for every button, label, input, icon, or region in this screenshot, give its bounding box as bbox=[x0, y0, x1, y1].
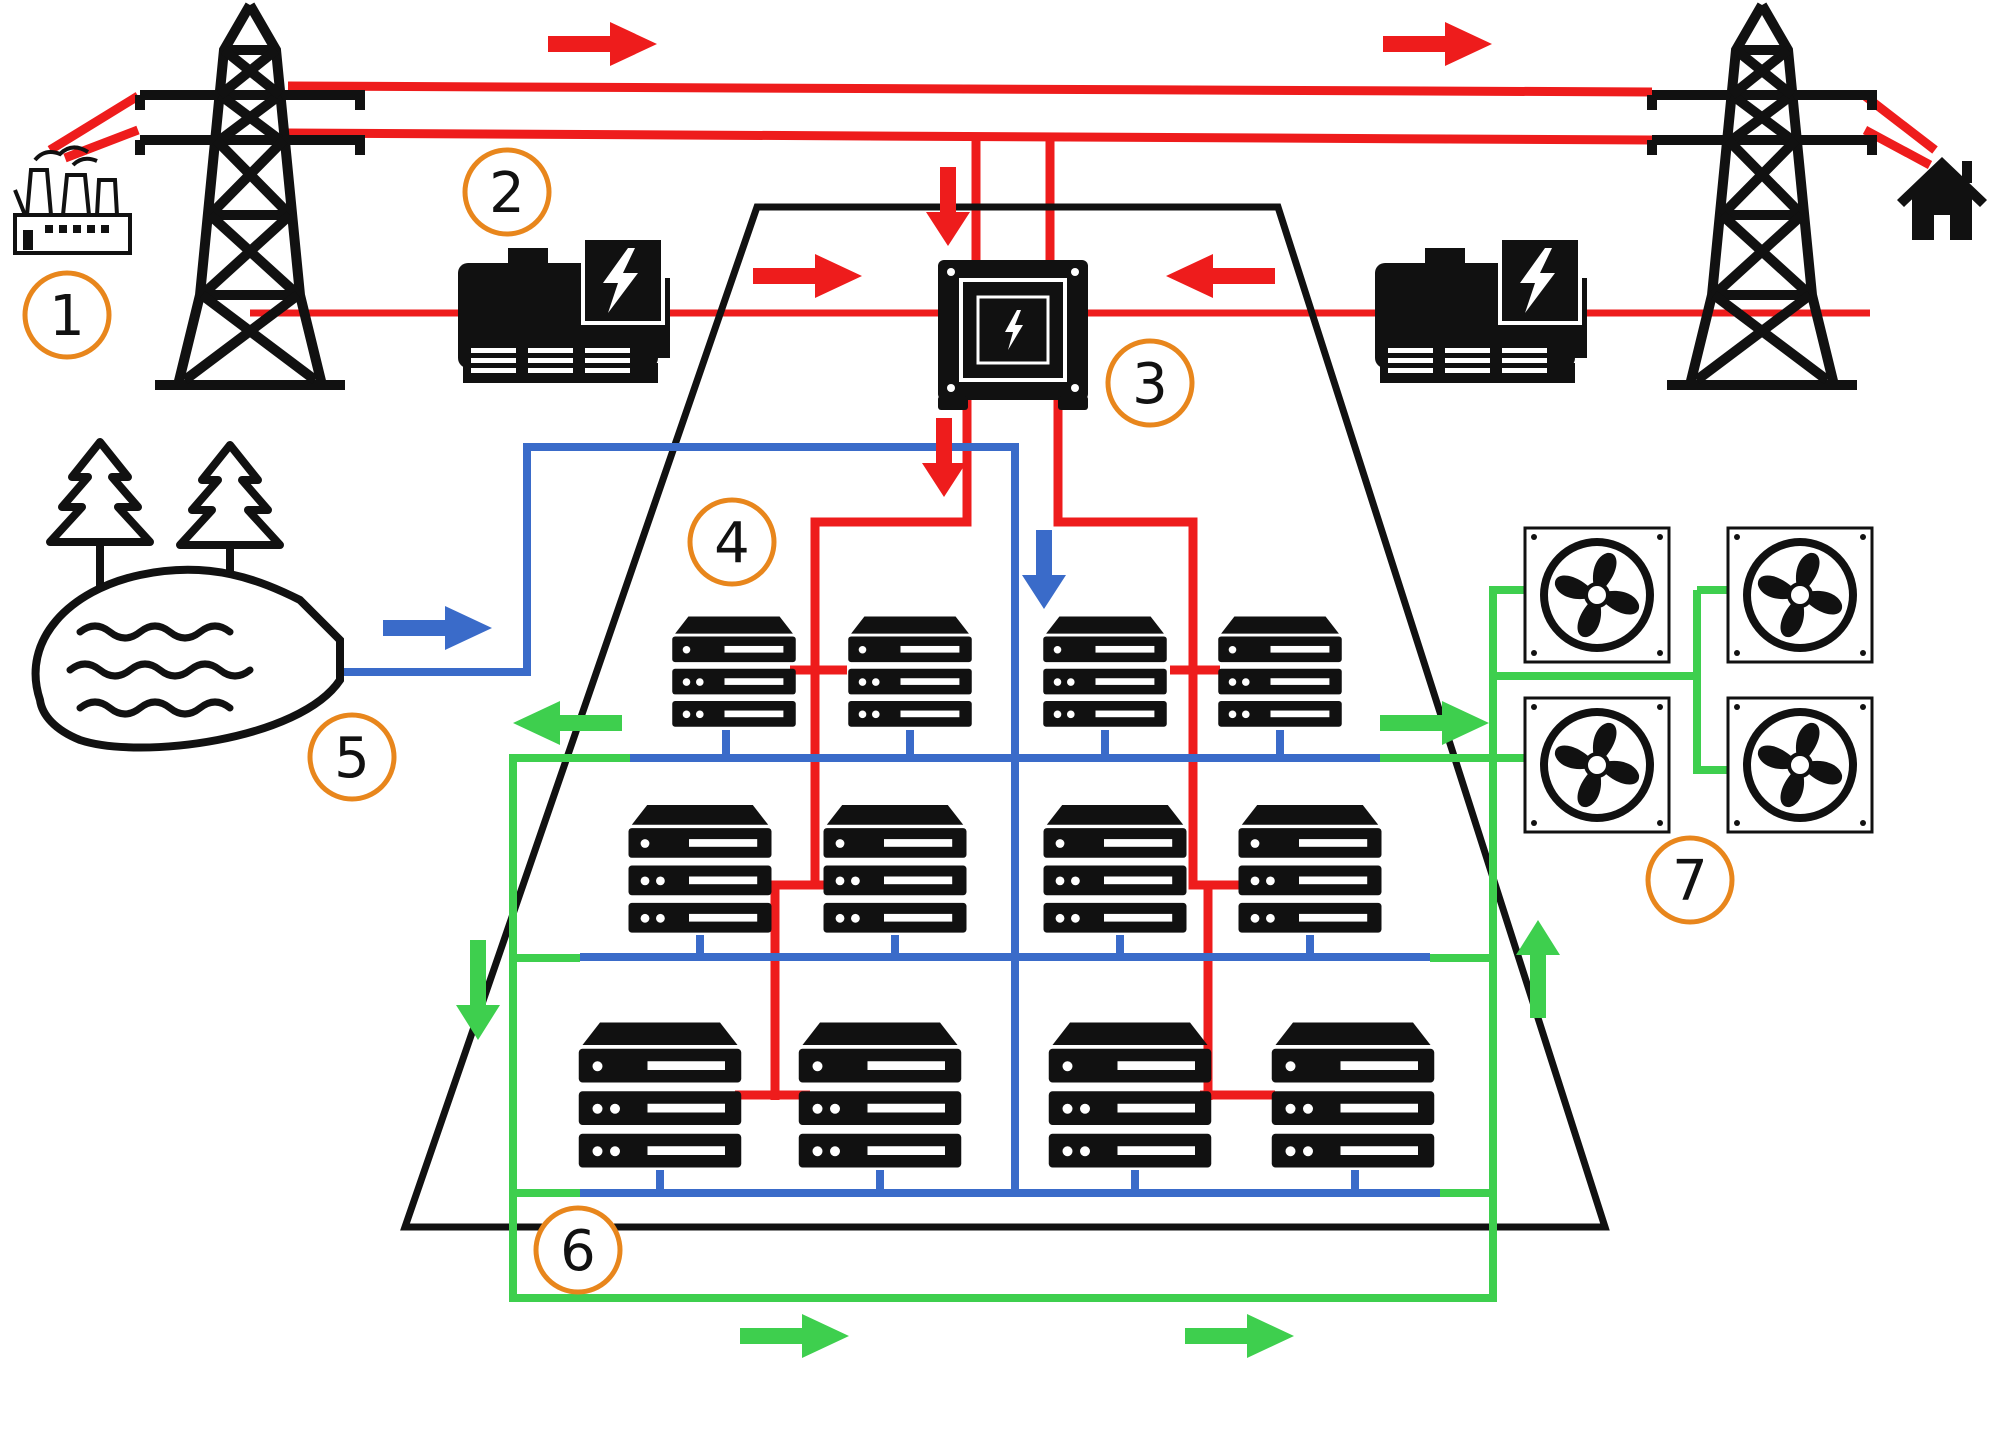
data-center-building bbox=[400, 203, 1610, 1231]
transmission-tower-icon-left bbox=[140, 5, 360, 385]
flow-arrows bbox=[383, 22, 1560, 1358]
label-3: 3 bbox=[1105, 338, 1195, 428]
label-4: 4 bbox=[687, 497, 777, 587]
cooling-flow-arrow bbox=[456, 940, 500, 1040]
cooling-flow-arrow bbox=[1516, 920, 1560, 1018]
cooling-lines bbox=[509, 586, 1735, 1302]
svg-text:4: 4 bbox=[714, 511, 750, 576]
water-flow-arrow bbox=[1022, 530, 1066, 609]
power-flow-arrow bbox=[753, 254, 862, 298]
server-rack-icons bbox=[578, 616, 1435, 1168]
cooling-flow-arrow bbox=[513, 701, 622, 745]
label-5: 5 bbox=[307, 712, 397, 802]
power-flow-arrow bbox=[922, 418, 966, 497]
power-flow-arrow bbox=[1166, 254, 1275, 298]
label-6: 6 bbox=[533, 1205, 623, 1295]
generator-icon-left bbox=[456, 236, 672, 385]
transformer-icon bbox=[938, 260, 1088, 410]
svg-text:2: 2 bbox=[489, 161, 525, 226]
svg-text:5: 5 bbox=[334, 726, 370, 791]
power-flow-arrow bbox=[926, 167, 970, 246]
svg-text:1: 1 bbox=[49, 284, 85, 349]
transmission-tower-icon-right bbox=[1652, 5, 1872, 385]
label-7: 7 bbox=[1645, 835, 1735, 925]
water-lines bbox=[312, 443, 1440, 1197]
water-flow-arrow bbox=[383, 606, 492, 650]
cooling-flow-arrow bbox=[740, 1314, 849, 1358]
power-flow-arrow bbox=[548, 22, 657, 66]
svg-text:3: 3 bbox=[1132, 352, 1168, 417]
generator-icon-right bbox=[1373, 236, 1589, 385]
label-2: 2 bbox=[462, 147, 552, 237]
lake-icon bbox=[31, 565, 344, 752]
label-1: 1 bbox=[22, 270, 112, 360]
cooling-flow-arrow bbox=[1185, 1314, 1294, 1358]
svg-text:6: 6 bbox=[560, 1219, 596, 1284]
factory-icon bbox=[13, 145, 132, 255]
power-flow-arrow bbox=[1383, 22, 1492, 66]
house-icon bbox=[1897, 157, 1987, 240]
pine-tree-icon-left bbox=[50, 442, 150, 587]
svg-text:7: 7 bbox=[1672, 849, 1708, 914]
cooling-flow-arrow bbox=[1380, 701, 1489, 745]
